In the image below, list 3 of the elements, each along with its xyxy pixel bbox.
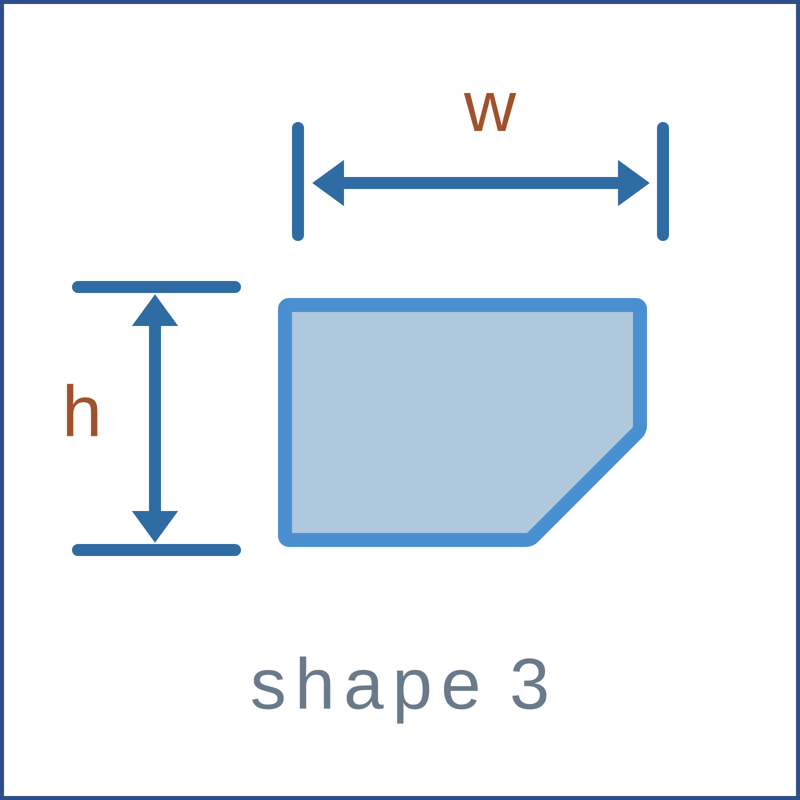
dimension-label: w	[464, 92, 516, 132]
dimension-label: h	[66, 384, 98, 436]
shape-caption: shape 3	[252, 656, 546, 724]
